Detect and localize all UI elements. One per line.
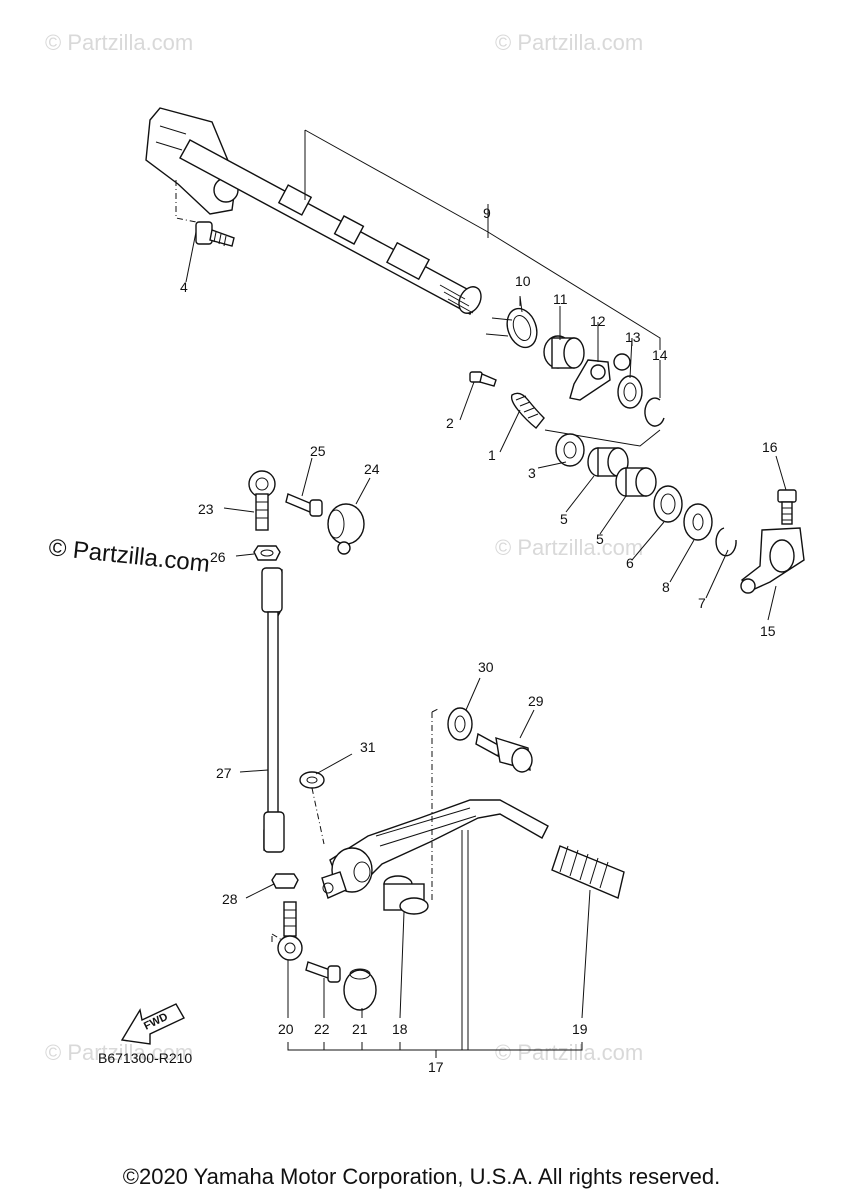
lever-part-12 (569, 353, 631, 401)
callout-28: 28 (222, 891, 238, 907)
cover-part-21 (343, 968, 377, 1011)
watermark-bottom-right: © Partzilla.com (495, 1040, 643, 1065)
rod-end-part-23 (248, 470, 276, 531)
callout-16: 16 (762, 439, 778, 455)
collar-part-11 (543, 335, 585, 369)
callout-25: 25 (310, 443, 326, 459)
shift-arm-part-15 (740, 527, 805, 594)
callout-23: 23 (198, 501, 214, 517)
watermark-mid-left: © Partzilla.com (47, 534, 211, 578)
bolt-part-4 (175, 180, 235, 247)
callout-12: 12 (590, 313, 606, 329)
callout-17: 17 (428, 1059, 444, 1075)
bolt-part-22 (305, 961, 341, 983)
shift-pedal-part-17 (321, 799, 549, 899)
pivot-bolt-part-29 (475, 732, 533, 773)
watermark-top-right: © Partzilla.com (495, 30, 643, 55)
circlip-part-7 (715, 527, 737, 557)
callout-11: 11 (553, 291, 568, 307)
callout-6: 6 (626, 555, 634, 571)
shift-shaft-assembly (145, 107, 482, 315)
shift-rod-part-27 (261, 567, 285, 853)
pedal-rubber-part-19 (551, 845, 625, 899)
callout-2: 2 (446, 415, 454, 431)
callout-24: 24 (364, 461, 380, 477)
cover-part-24 (327, 503, 365, 555)
washer-part-30 (447, 707, 473, 741)
callout-8: 8 (662, 579, 670, 595)
watermark-top-left: © Partzilla.com (45, 30, 193, 55)
rod-end-part-20 (277, 901, 303, 961)
bolt-part-25 (285, 493, 323, 517)
callout-31: 31 (360, 739, 376, 755)
callout-3: 3 (528, 465, 536, 481)
nut-part-26 (253, 545, 281, 561)
callout-27: 27 (216, 765, 232, 781)
washer-part-13 (617, 375, 643, 409)
callout-1: 1 (488, 447, 496, 463)
return-spring-part-10 (485, 307, 538, 349)
copyright-notice: ©2020 Yamaha Motor Corporation, U.S.A. A… (122, 1164, 721, 1189)
diagram-code: B671300-R210 (98, 1050, 192, 1066)
callout-5b: 5 (596, 531, 604, 547)
callout-19: 19 (572, 1021, 588, 1037)
nut-part-28 (271, 873, 299, 889)
callout-20: 20 (278, 1021, 294, 1037)
oil-seal-part-6 (653, 485, 683, 523)
callout-14: 14 (652, 347, 668, 363)
callout-26: 26 (210, 549, 226, 565)
callout-10: 10 (515, 273, 531, 289)
callout-29: 29 (528, 693, 544, 709)
callout-9: 9 (483, 205, 491, 221)
callout-13: 13 (625, 329, 641, 345)
washer-part-3 (555, 433, 585, 467)
callout-7: 7 (698, 595, 706, 611)
callout-15: 15 (760, 623, 776, 639)
screw-part-2 (469, 371, 497, 387)
watermark-mid-right: © Partzilla.com (495, 535, 643, 560)
bearing-part-5b (615, 467, 657, 497)
bolt-part-16 (777, 489, 797, 525)
spring-part-1 (510, 392, 545, 429)
callout-5a: 5 (560, 511, 568, 527)
circlip-part-14 (644, 397, 665, 427)
collar-part-18 (383, 875, 429, 915)
callout-21: 21 (352, 1021, 368, 1037)
callout-18: 18 (392, 1021, 408, 1037)
callout-30: 30 (478, 659, 494, 675)
fwd-arrow-icon: FWD (120, 1003, 185, 1045)
callout-22: 22 (314, 1021, 330, 1037)
washer-part-8 (683, 503, 713, 541)
callout-4: 4 (180, 279, 188, 295)
watermark-bottom-left: © Partzilla.com (45, 1040, 193, 1065)
washer-part-31 (299, 771, 325, 789)
